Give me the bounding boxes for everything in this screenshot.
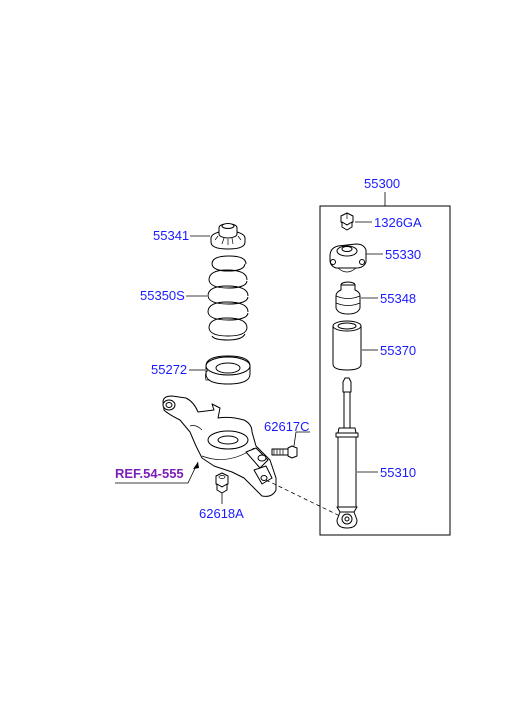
part-55348-bump-stopper[interactable] [335, 281, 361, 315]
part-62617C-bolt[interactable] [271, 445, 298, 459]
part-55310-shock-absorber[interactable] [335, 377, 359, 529]
part-55350S-coil-spring[interactable] [207, 255, 249, 341]
part-55370-dust-cover[interactable] [332, 320, 362, 371]
leader-ref [115, 461, 199, 484]
assembly-dashed-line [265, 479, 341, 517]
label-55310[interactable]: 55310 [380, 465, 416, 480]
label-62617C[interactable]: 62617C [264, 419, 310, 434]
part-55272-spring-lower-pad[interactable] [204, 355, 251, 385]
part-1326GA-nut[interactable] [340, 212, 354, 231]
leader-62617C [293, 431, 310, 447]
label-55272[interactable]: 55272 [151, 362, 187, 377]
label-55348[interactable]: 55348 [380, 291, 416, 306]
ref-arrowhead [193, 462, 199, 469]
part-55341-spring-upper-seat[interactable] [210, 223, 246, 250]
label-55330[interactable]: 55330 [385, 247, 421, 262]
label-55370[interactable]: 55370 [380, 343, 416, 358]
label-62618A[interactable]: 62618A [199, 506, 244, 521]
label-1326GA[interactable]: 1326GA [374, 215, 422, 230]
part-55330-upper-mount[interactable] [329, 243, 367, 273]
part-62618A-nut[interactable] [215, 472, 229, 494]
label-55350S[interactable]: 55350S [140, 288, 185, 303]
rear-lower-arm[interactable] [162, 395, 277, 497]
label-ref-54-555[interactable]: REF.54-555 [115, 466, 184, 481]
label-55341[interactable]: 55341 [153, 228, 189, 243]
label-55300[interactable]: 55300 [364, 176, 400, 191]
